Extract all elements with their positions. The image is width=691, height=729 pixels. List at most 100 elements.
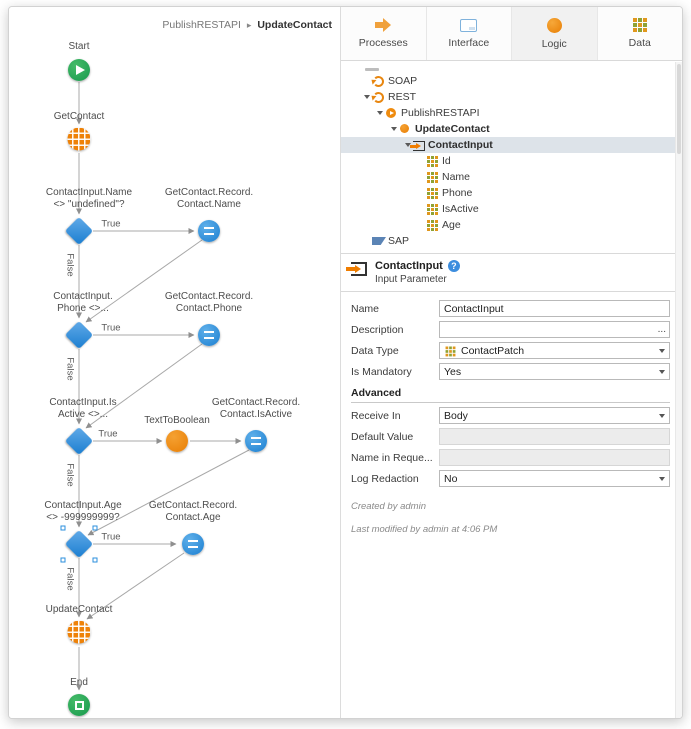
chevron-down-icon (659, 370, 665, 374)
label-line: GetContact.Record. (211, 397, 301, 408)
property-row-name: Name ContactInput (341, 298, 682, 319)
attribute-icon (426, 155, 439, 167)
log-redaction-value: No (444, 472, 458, 485)
tree-item-phone[interactable]: Phone (341, 185, 682, 201)
node-label-start: Start (68, 41, 90, 52)
label-line: Contact.Phone (175, 303, 243, 314)
property-row-receive-in: Receive In Body (341, 405, 682, 426)
name-input[interactable]: ContactInput (439, 300, 670, 317)
updatecontact-node[interactable] (67, 620, 91, 644)
edge-label-false: False (64, 567, 76, 591)
property-row-name-in-request: Name in Reque... (341, 447, 682, 468)
attribute-icon (426, 219, 439, 231)
structure-icon (445, 345, 457, 356)
receive-in-dropdown[interactable]: Body (439, 407, 670, 424)
breadcrumb-parent[interactable]: PublishRESTAPI (162, 19, 241, 31)
label-line: <> "undefined"? (53, 199, 125, 210)
node-label-assign-phone: GetContact.Record. Contact.Phone (165, 291, 253, 315)
tree-item-updatecontact[interactable]: UpdateContact (341, 121, 682, 137)
tree-item-sap[interactable]: SAP (341, 233, 682, 249)
tab-processes[interactable]: Processes (341, 7, 427, 60)
node-label-if-isactive: ContactInput.Is Active <>... (49, 397, 116, 421)
tree-item-contactinput[interactable]: ContactInput (341, 137, 682, 153)
edge-label-false: False (64, 253, 76, 277)
logic-tree: SOAP REST PublishRESTAPI UpdateContact C (341, 61, 682, 249)
label-line: GetContact.Record. (164, 187, 254, 198)
tree-item-label: IsActive (442, 203, 479, 215)
properties-header-text: ContactInput ? Input Parameter (375, 260, 460, 285)
panel-scrollbar[interactable] (675, 62, 682, 718)
label-line: Phone <>... (57, 303, 109, 314)
description-input[interactable]: ... (439, 321, 670, 338)
rest-method-icon (399, 123, 412, 135)
tree-item-age[interactable]: Age (341, 217, 682, 233)
created-by-text: Created by admin (351, 501, 426, 512)
start-node[interactable] (68, 59, 90, 81)
metadata-footer: Created by admin Last modified by admin … (341, 489, 682, 547)
selection-handle[interactable] (92, 557, 98, 563)
node-label-texttoboolean: TextToBoolean (144, 415, 210, 426)
assign-phone-node[interactable] (198, 324, 220, 346)
chevron-down-icon[interactable] (388, 123, 399, 135)
tree-item-label: Id (442, 155, 451, 167)
log-redaction-dropdown[interactable]: No (439, 470, 670, 487)
rest-api-icon (385, 107, 398, 119)
tree-item-publishrestapi[interactable]: PublishRESTAPI (341, 105, 682, 121)
caret-placeholder (361, 235, 372, 247)
selection-handle[interactable] (60, 525, 66, 531)
ellipsis-button[interactable]: ... (657, 324, 666, 335)
service-studio-window: PublishRESTAPI ▸ UpdateContact (8, 6, 683, 719)
input-parameter-icon (410, 140, 425, 151)
tree-item-label: SAP (388, 235, 410, 247)
tab-interface[interactable]: Interface (427, 7, 512, 60)
label-line: GetContact.Record. (148, 500, 238, 511)
flow-canvas[interactable]: PublishRESTAPI ▸ UpdateContact (9, 7, 341, 718)
node-label-if-name: ContactInput.Name <> "undefined"? (46, 187, 132, 211)
is-mandatory-dropdown[interactable]: Yes (439, 363, 670, 380)
tree-item-name[interactable]: Name (341, 169, 682, 185)
tab-data[interactable]: Data (598, 7, 683, 60)
assign-isactive-node[interactable] (245, 430, 267, 452)
data-type-dropdown[interactable]: ContactPatch (439, 342, 670, 359)
advanced-section-header: Advanced (351, 387, 670, 403)
tree-item-rest[interactable]: REST (341, 89, 682, 105)
label-line: <> -999999999? (46, 512, 120, 523)
node-label-if-phone: ContactInput. Phone <>... (53, 291, 112, 315)
edge-label-true: True (101, 531, 121, 543)
tree-item-label: Age (442, 219, 461, 231)
getcontact-node[interactable] (67, 127, 91, 151)
property-row-data-type: Data Type ContactPatch (341, 340, 682, 361)
property-label: Is Mandatory (351, 365, 412, 378)
stop-icon (74, 700, 84, 710)
assign-icon (204, 331, 214, 339)
data-type-value: ContactPatch (461, 344, 525, 357)
help-icon[interactable]: ? (447, 260, 460, 272)
scrollbar-thumb[interactable] (677, 64, 681, 154)
selection-handle[interactable] (92, 525, 98, 531)
rest-service-icon (372, 91, 385, 103)
label-line: Contact.Age (165, 512, 221, 523)
input-parameter-icon (346, 262, 367, 276)
tree-item-label: Phone (442, 187, 473, 199)
assign-name-node[interactable] (198, 220, 220, 242)
node-label-getcontact: GetContact (53, 111, 105, 122)
name-value: ContactInput (444, 302, 504, 315)
tree-item-isactive[interactable]: IsActive (341, 201, 682, 217)
edge-label-false: False (64, 463, 76, 487)
texttoboolean-node[interactable] (166, 430, 188, 452)
chevron-down-icon[interactable] (374, 107, 385, 119)
tree-item-label: Name (442, 171, 471, 183)
property-row-default-value: Default Value (341, 426, 682, 447)
tree-item-id[interactable]: Id (341, 153, 682, 169)
logic-icon (546, 17, 562, 33)
selection-handle[interactable] (60, 557, 66, 563)
tree-item-soap[interactable]: SOAP (341, 73, 682, 89)
edge-label-true: True (98, 428, 118, 440)
assign-age-node[interactable] (182, 533, 204, 555)
node-label-assign-name: GetContact.Record. Contact.Name (165, 187, 253, 211)
tab-logic[interactable]: Logic (512, 7, 598, 60)
end-node[interactable] (68, 694, 90, 716)
property-label: Receive In (351, 409, 401, 422)
properties-grid: Name ContactInput Description ... Data T… (341, 292, 682, 489)
tree-item-label: SOAP (388, 75, 418, 87)
